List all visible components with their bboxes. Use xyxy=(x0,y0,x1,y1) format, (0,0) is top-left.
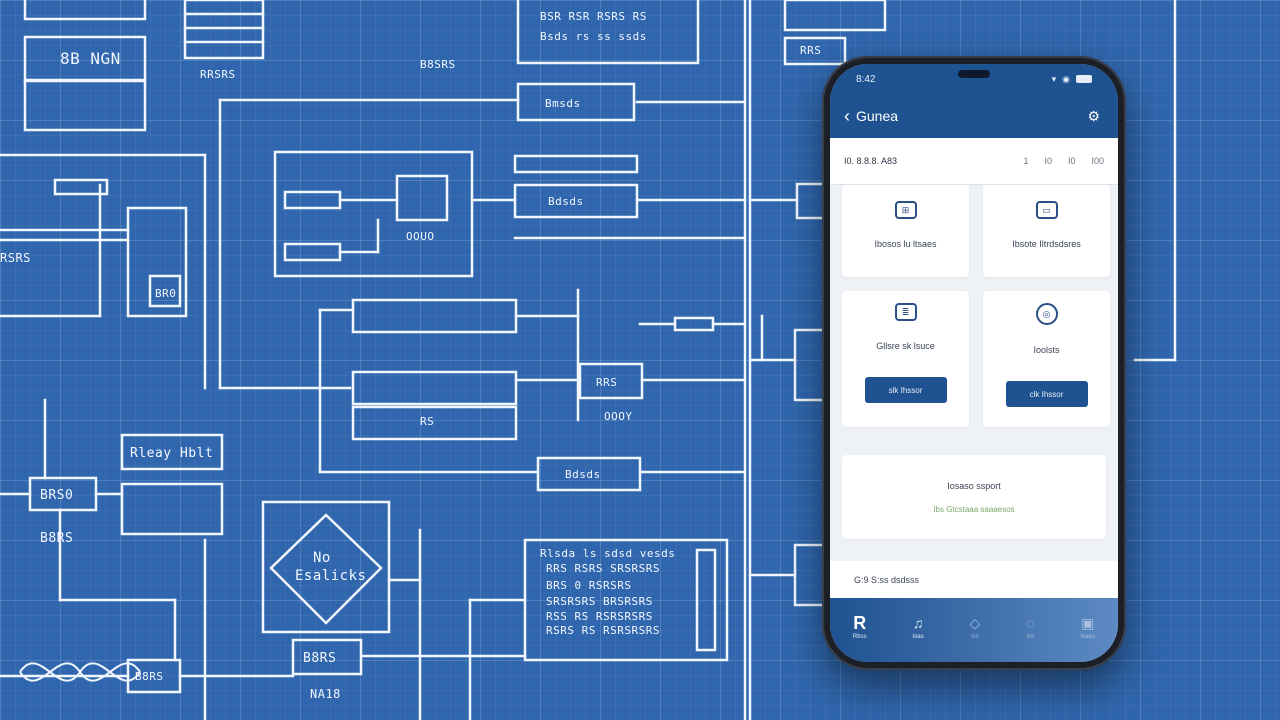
bp-label-8: BRS0 xyxy=(40,488,73,503)
signal-icon: ▾ xyxy=(1051,73,1057,84)
card-icon-1: ▭ xyxy=(1035,201,1058,219)
bp-label-2: B8SRS xyxy=(420,58,456,71)
status-icons: ▾ ◉ xyxy=(1052,74,1092,85)
bp-label-20: RSRS xyxy=(0,251,31,265)
bottom-tab-bar: R Rbss ♫ Ioas ◇ Iss ◌ Iss ▣ Ioaso xyxy=(830,598,1118,662)
bp-para-top-1: Bsds rs ss ssds xyxy=(540,30,647,43)
footer-text: G:9 S:ss dsdsss xyxy=(854,575,920,585)
card-1[interactable]: ▭ Ibsote Iltrdsdsres xyxy=(983,185,1110,277)
summary-card[interactable]: Iosaso ssport Ibs Gtcstaaa saaaesos xyxy=(842,455,1106,539)
card-grid: ⊞ Ibosos lu ltsaes ▭ Ibsote Iltrdsdsres … xyxy=(830,185,1118,427)
card-icon-0: ⊞ xyxy=(894,201,917,219)
bp-label-7: Rleay Hblt xyxy=(130,446,213,461)
bp-label-11: No xyxy=(313,550,331,566)
bp-label-1: RRSRS xyxy=(200,68,236,81)
camera-notch xyxy=(958,70,990,78)
bp-label-15: RRS xyxy=(596,376,617,389)
filter-col-1: 1 xyxy=(1023,156,1029,166)
summary-title: Iosaso ssport xyxy=(947,480,1001,491)
filter-col-4: I00 xyxy=(1091,156,1104,166)
app-bar: ‹ Gunea ⚙ xyxy=(830,94,1118,138)
wifi-icon: ◉ xyxy=(1062,73,1070,84)
tab-icon-0: R xyxy=(853,613,867,633)
tab-1[interactable]: ♫ Ioas xyxy=(912,616,923,640)
bp-label-0: 8B NGN xyxy=(60,49,121,68)
card-label-2: Gllsre sk lsuce xyxy=(876,341,935,351)
settings-icon[interactable]: ⚙ xyxy=(1087,107,1100,124)
bp-label-4: OOUO xyxy=(406,230,435,243)
status-time: 8:42 xyxy=(856,73,876,85)
bp-label-9: B8RS xyxy=(40,531,73,546)
card-icon-3: ◎ xyxy=(1035,303,1058,325)
tab-label-3: Iss xyxy=(1026,634,1035,640)
bp-label-12: Esalicks xyxy=(295,568,366,584)
filter-col-2: I0 xyxy=(1044,156,1052,166)
bp-label-3: Bmsds xyxy=(545,97,581,110)
card-button-2[interactable]: slk Ihssor xyxy=(864,377,947,403)
status-bar: 8:42 ▾ ◉ xyxy=(830,64,1118,94)
bp-para-3: SRSRSRS BRSRSRS xyxy=(546,595,653,608)
bp-para-0: Rlsda ls sdsd vesds xyxy=(540,547,675,560)
tab-icon-2: ◇ xyxy=(969,615,981,631)
app-title: Gunea xyxy=(856,108,899,124)
tab-label-0: Rbss xyxy=(852,634,867,640)
battery-icon xyxy=(1076,75,1092,83)
tab-4[interactable]: ▣ Ioaso xyxy=(1080,616,1095,640)
card-0[interactable]: ⊞ Ibosos lu ltsaes xyxy=(842,185,969,277)
tab-label-1: Ioas xyxy=(912,634,924,640)
card-button-3[interactable]: clk Ihssor xyxy=(1005,381,1088,407)
card-3: ◎ Ioolsts clk Ihssor xyxy=(983,291,1110,427)
bp-label-14: NA18 xyxy=(310,687,341,701)
filter-col-3: I0 xyxy=(1067,156,1076,166)
tab-icon-3: ◌ xyxy=(1026,615,1035,631)
tab-icon-1: ♫ xyxy=(912,615,924,631)
card-label-1: Ibsote Iltrdsdsres xyxy=(1012,239,1081,249)
bp-label-16: RS xyxy=(420,415,434,428)
filter-label: I0. 8.8.8. A83 xyxy=(844,156,898,166)
tab-icon-4: ▣ xyxy=(1081,615,1095,631)
filter-row[interactable]: I0. 8.8.8. A83 1 I0 I0 I00 xyxy=(830,138,1118,185)
footer-row[interactable]: G:9 S:ss dsdsss xyxy=(830,561,1118,599)
phone-screen: 8:42 ▾ ◉ ‹ Gunea ⚙ I0. 8.8.8. A83 1 I0 I… xyxy=(830,64,1118,662)
bp-label-19: RRS xyxy=(800,44,821,57)
bp-para-2: BRS 0 RSRSRS xyxy=(546,579,631,592)
bp-label-17: B8RS xyxy=(135,670,164,683)
card-2: ≣ Gllsre sk lsuce slk Ihssor xyxy=(842,291,969,427)
bp-label-5: OOOY xyxy=(604,410,633,423)
bp-label-13: B8RS xyxy=(303,651,336,666)
tab-label-2: Iss xyxy=(971,634,979,640)
bp-para-5: RSRS RS RSRSRSRS xyxy=(546,624,660,637)
card-icon-2: ≣ xyxy=(894,303,917,321)
phone-device: 8:42 ▾ ◉ ‹ Gunea ⚙ I0. 8.8.8. A83 1 I0 I… xyxy=(822,56,1126,670)
bp-label-18: Bdsds xyxy=(565,468,601,481)
bp-para-1: RRS RSRS SRSRSRS xyxy=(546,562,660,575)
bp-label-6: Bdsds xyxy=(548,195,584,208)
tab-0[interactable]: R Rbss xyxy=(852,613,867,640)
tab-2[interactable]: ◇ Iss xyxy=(970,616,981,640)
card-label-3: Ioolsts xyxy=(1033,345,1060,355)
back-arrow-icon[interactable]: ‹ xyxy=(844,106,850,126)
bp-label-10: BR0 xyxy=(155,287,176,300)
summary-subtitle: Ibs Gtcstaaa saaaesos xyxy=(933,504,1015,514)
tab-label-4: Ioaso xyxy=(1080,634,1096,640)
bp-para-top-0: BSR RSR RSRS RS xyxy=(540,10,647,23)
bp-para-4: RSS RS RSRSRSRS xyxy=(546,610,653,623)
card-label-0: Ibosos lu ltsaes xyxy=(874,239,937,249)
tab-3[interactable]: ◌ Iss xyxy=(1026,616,1034,640)
